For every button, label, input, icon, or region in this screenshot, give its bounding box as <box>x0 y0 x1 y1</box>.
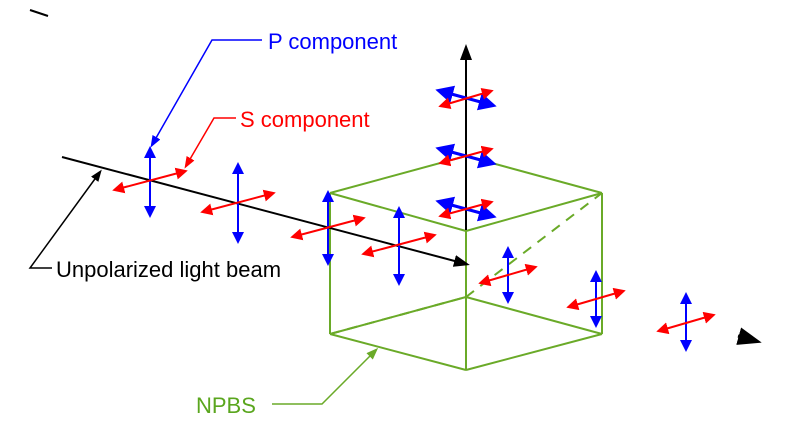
edge-mark-top-left <box>29 9 49 17</box>
s-component-leader <box>184 117 236 169</box>
s-arrow-icon <box>438 145 494 167</box>
s-arrow-icon <box>200 189 276 216</box>
npbs-label: NPBS <box>196 393 256 418</box>
npbs-leader <box>272 347 379 405</box>
p-component-label: P component <box>268 29 397 54</box>
transmitted-beam-end <box>736 327 762 345</box>
s-arrow-icon <box>361 231 437 258</box>
polarization-symbol <box>566 270 626 328</box>
polarization-symbol <box>200 162 276 244</box>
polarization-symbol <box>290 190 366 266</box>
polarization-symbol <box>435 196 497 222</box>
polarization-symbol <box>435 143 497 169</box>
polarization-symbol <box>478 246 538 304</box>
s-component-label: S component <box>240 107 370 132</box>
polarization-symbol <box>361 206 437 286</box>
s-arrow-icon <box>478 263 538 287</box>
polarization-symbol <box>435 85 497 111</box>
s-arrow-icon <box>438 87 494 110</box>
p-component-leader <box>150 39 262 148</box>
s-arrow-icon <box>290 214 366 241</box>
cube-diagonal-dashed <box>329 192 603 335</box>
polarization-symbol <box>656 292 716 352</box>
polarization-symbol <box>112 146 188 218</box>
beam-label: Unpolarized light beam <box>56 257 281 282</box>
s-arrow-icon <box>112 167 188 194</box>
s-arrow-icon <box>656 311 716 335</box>
s-arrow-icon <box>438 198 494 220</box>
s-arrow-icon <box>566 287 626 311</box>
beam-leader <box>28 169 102 269</box>
